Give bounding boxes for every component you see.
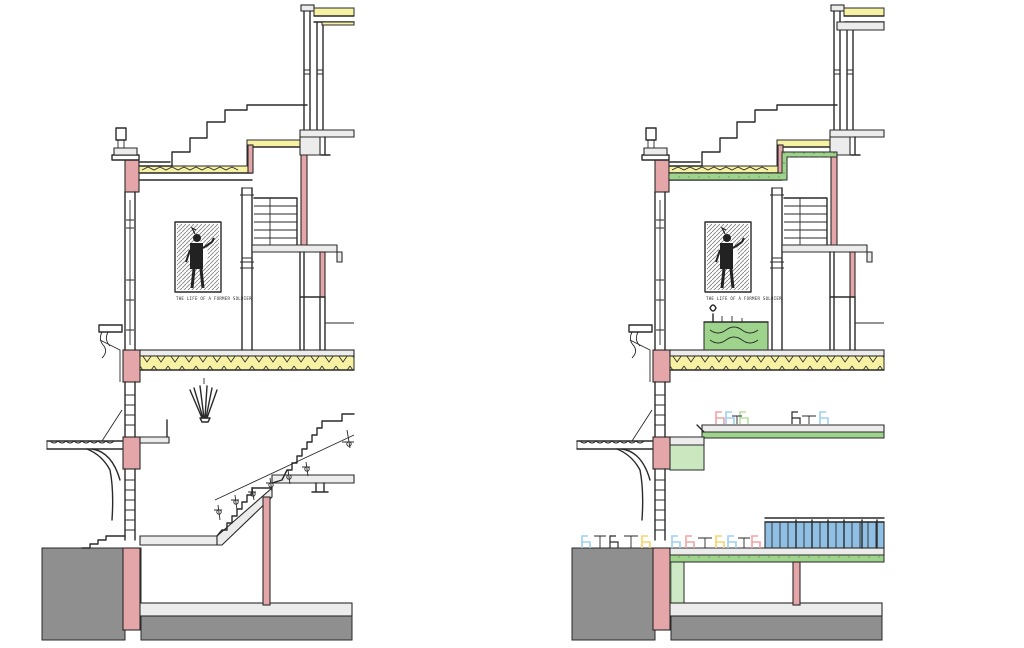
poster-caption: THE LIFE OF A FORMER SOLDIER bbox=[706, 296, 782, 301]
ground-cafe-chairs bbox=[671, 535, 761, 548]
chandelier bbox=[189, 378, 218, 423]
poster-caption: THE LIFE OF A FORMER SOLDIER bbox=[176, 296, 252, 301]
proposed-section: THE LIFE OF A FORMER SOLDIER bbox=[570, 3, 886, 642]
mezzanine-chairs bbox=[715, 411, 829, 424]
bar-counter bbox=[703, 304, 769, 351]
existing-section: THE LIFE OF A FORMER SOLDIER bbox=[40, 3, 356, 642]
street-cafe-chairs bbox=[581, 535, 651, 548]
stair-balusters bbox=[214, 429, 355, 521]
ground-bar bbox=[764, 517, 885, 549]
